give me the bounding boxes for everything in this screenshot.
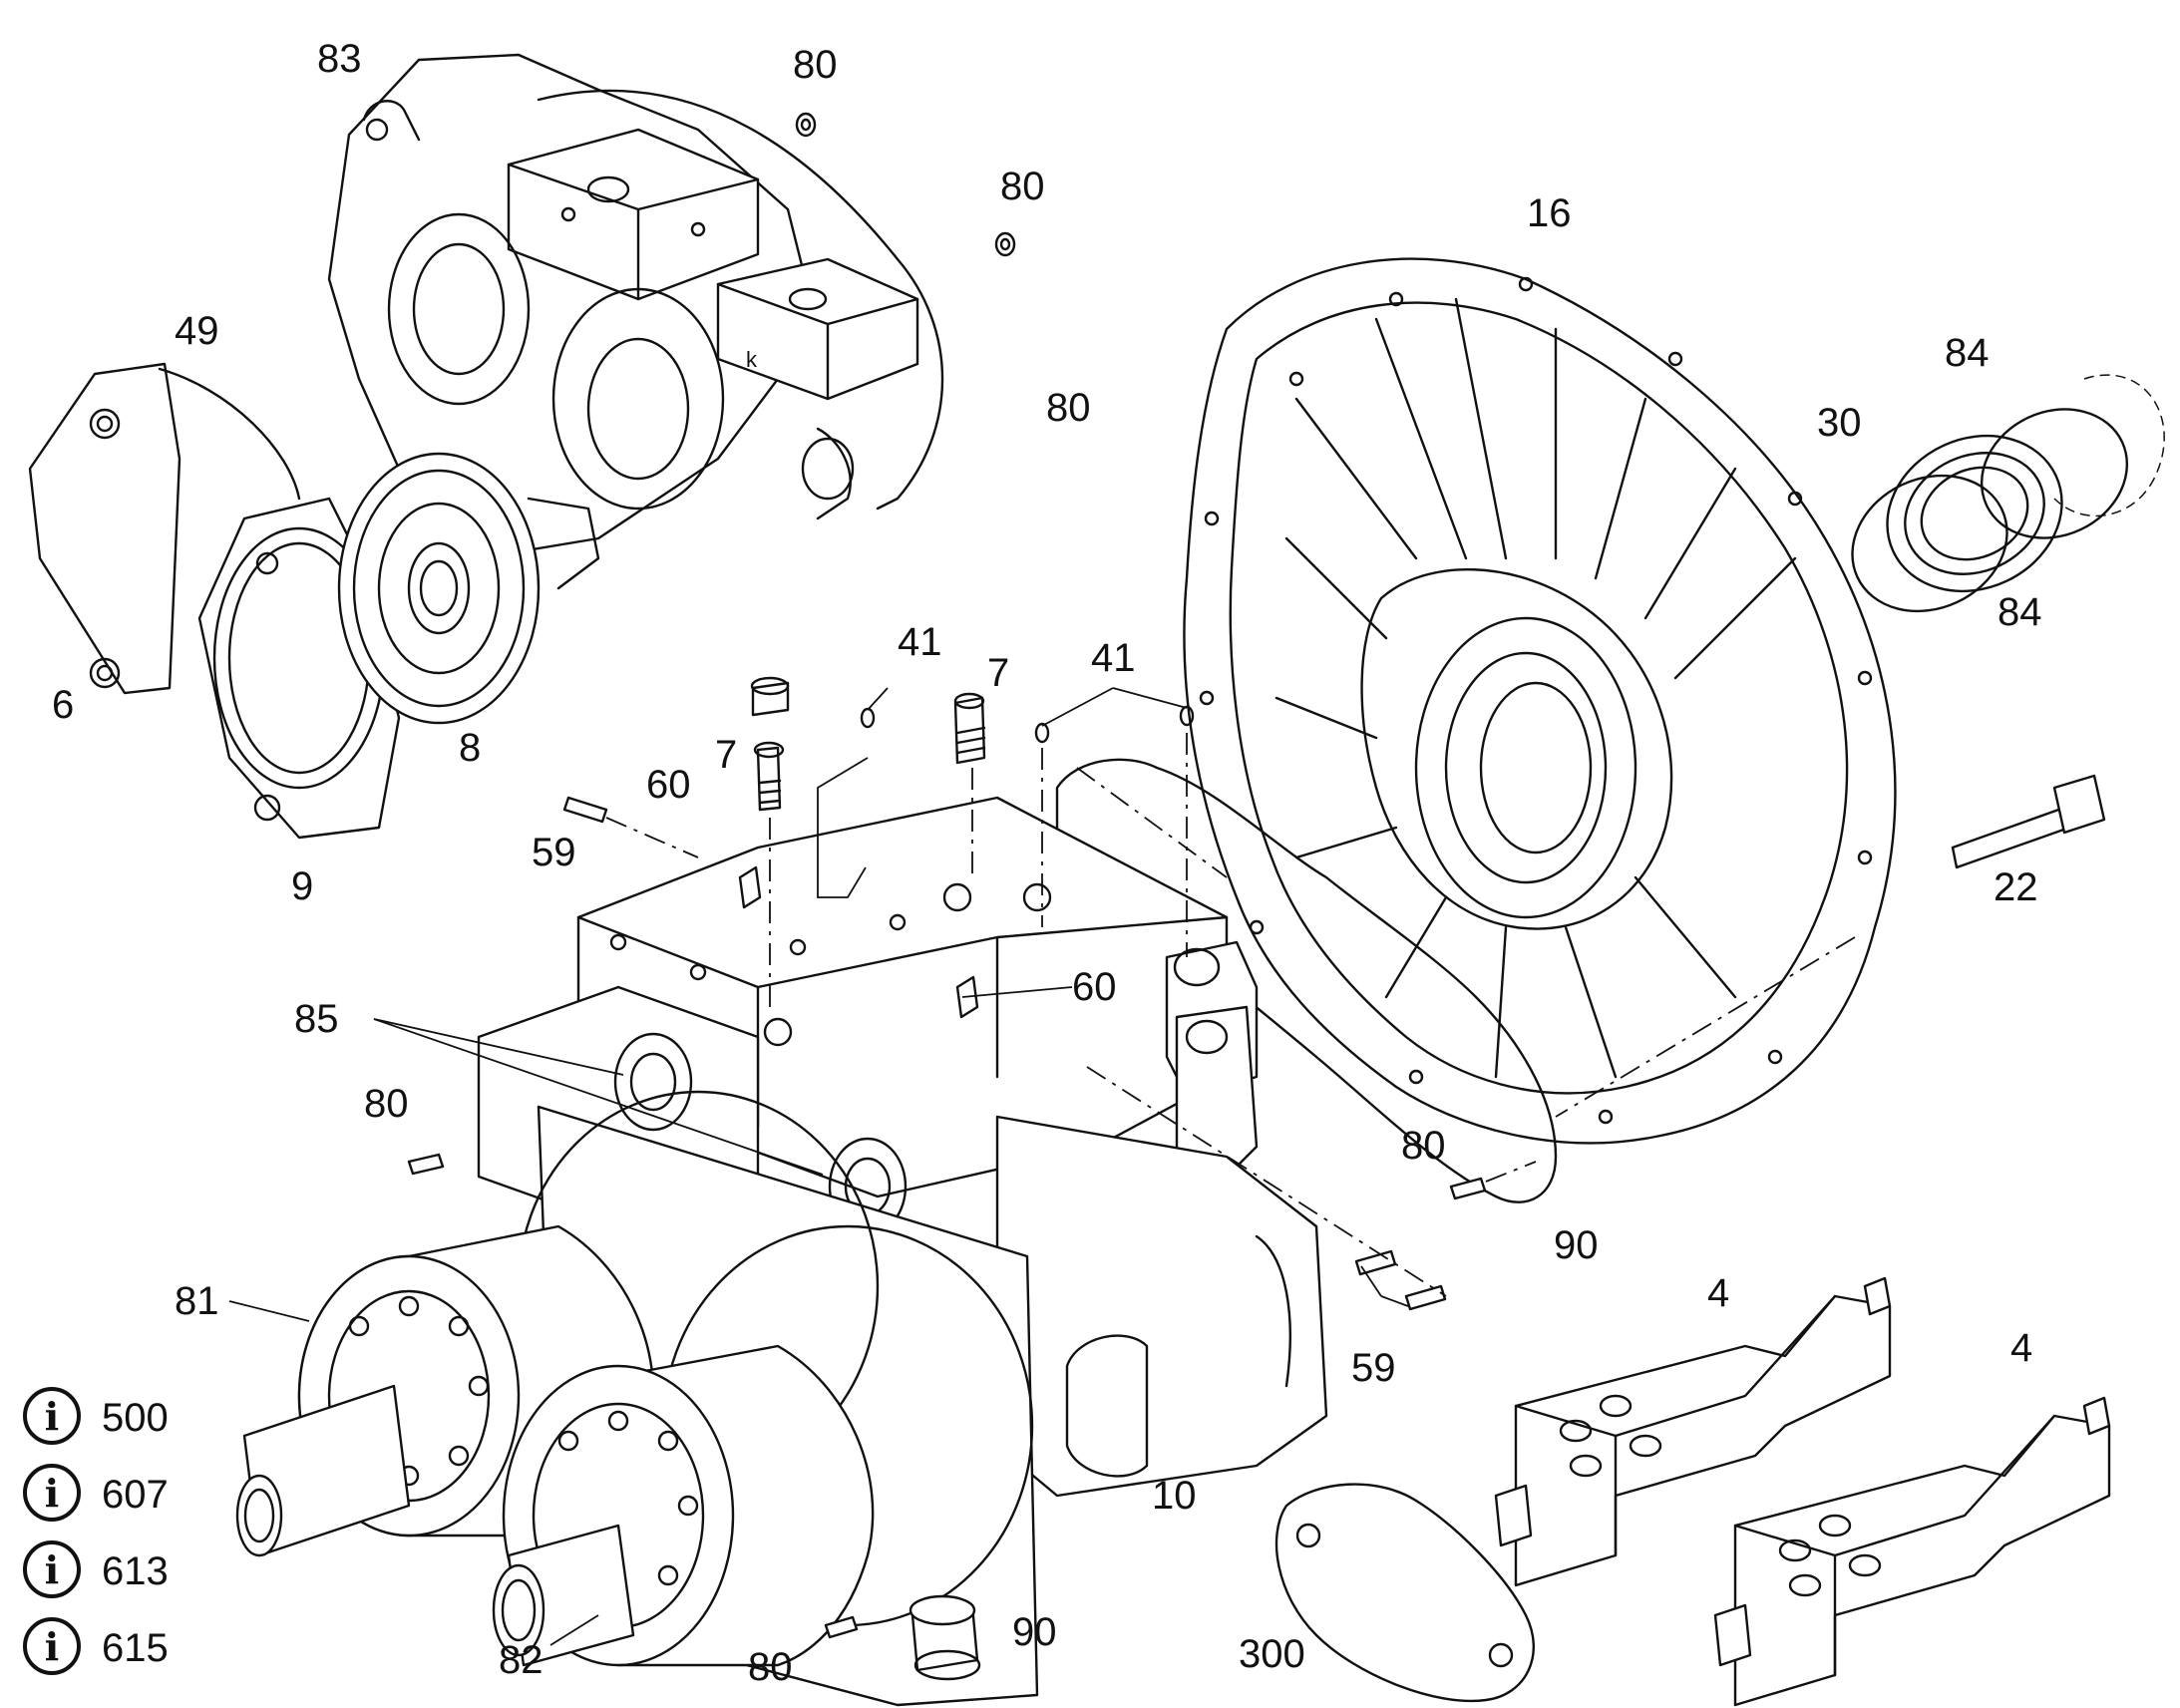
- piston-unit-82: [492, 1344, 875, 1667]
- label-82: 82: [499, 1638, 544, 1682]
- label-80: 80: [1401, 1124, 1446, 1168]
- label-30: 30: [1817, 401, 1862, 445]
- info-circle-icon: [23, 1387, 81, 1445]
- label-9: 9: [291, 864, 313, 908]
- bell-housing-16: [1183, 257, 1897, 1145]
- gasket-49: [158, 367, 301, 501]
- info-circle-icon: [23, 1540, 81, 1598]
- oring-41c: [1179, 705, 1195, 727]
- info-ref-number: 615: [102, 1626, 169, 1670]
- leader-lines: [228, 687, 1409, 1646]
- label-59: 59: [532, 831, 576, 874]
- washer-80b: [994, 231, 1016, 257]
- label-81: 81: [175, 1279, 219, 1323]
- label-4: 4: [2010, 1326, 2032, 1370]
- valve-4a: [1494, 1276, 1892, 1587]
- label-6: 6: [52, 683, 74, 727]
- pin-59a: [562, 796, 608, 824]
- label-8: 8: [459, 726, 481, 770]
- info-ref-500[interactable]: i 500: [23, 1387, 169, 1445]
- pin-80f: [824, 1615, 859, 1639]
- label-90: 90: [1554, 1223, 1599, 1267]
- fitting-60a: [738, 865, 762, 909]
- part-labels: 83 80 80 80 16 49 84 30 84 6 8 41 7 41 7…: [52, 37, 2042, 1689]
- label-7: 7: [715, 733, 737, 777]
- label-80: 80: [1000, 165, 1045, 208]
- label-80: 80: [1046, 386, 1091, 430]
- label-10: 10: [1152, 1474, 1197, 1518]
- ring-84a: [1980, 408, 2129, 539]
- plug-90b: [908, 1594, 981, 1681]
- label-60: 60: [646, 763, 691, 807]
- oring-41a: [860, 707, 876, 729]
- info-glyph: i: [45, 1394, 59, 1439]
- info-ref-number: 613: [102, 1549, 169, 1593]
- label-59: 59: [1351, 1346, 1396, 1390]
- info-ref-613[interactable]: i 613: [23, 1540, 169, 1598]
- label-4: 4: [1707, 1271, 1729, 1315]
- info-references: i 500 i 607 i 613 i 615: [23, 1387, 169, 1675]
- label-83: 83: [317, 37, 362, 81]
- label-22: 22: [1994, 865, 2038, 909]
- info-ref-615[interactable]: i 615: [23, 1617, 169, 1675]
- label-300: 300: [1239, 1632, 1305, 1676]
- label-90: 90: [1012, 1610, 1057, 1654]
- washer-80a: [795, 112, 817, 138]
- label-7: 7: [987, 651, 1009, 695]
- circlip: [2053, 374, 2165, 517]
- info-ref-607[interactable]: i 607: [23, 1464, 169, 1522]
- info-ref-number: 607: [102, 1473, 169, 1517]
- info-circle-icon: [23, 1464, 81, 1522]
- label-80: 80: [364, 1082, 409, 1126]
- label-41: 41: [1091, 636, 1136, 680]
- plug-7b: [953, 692, 986, 765]
- label-85: 85: [294, 997, 339, 1041]
- gear-8: [337, 452, 600, 725]
- info-glyph: i: [45, 1624, 59, 1669]
- label-80: 80: [793, 43, 838, 87]
- info-ref-number: 500: [102, 1396, 169, 1440]
- info-glyph: i: [45, 1471, 59, 1516]
- label-49: 49: [175, 309, 219, 353]
- svg-text:k: k: [746, 347, 758, 372]
- info-circle-icon: [23, 1617, 81, 1675]
- label-60: 60: [1072, 965, 1117, 1009]
- housing-83: k: [327, 53, 944, 560]
- plug-7a: [750, 676, 790, 812]
- cover-6: [28, 362, 182, 695]
- valve-4b: [1713, 1396, 2111, 1707]
- ring-84b: [1851, 474, 2008, 613]
- label-80: 80: [748, 1645, 793, 1689]
- label-41: 41: [898, 620, 942, 664]
- label-16: 16: [1527, 191, 1572, 235]
- label-84: 84: [1945, 331, 1990, 375]
- cover-300: [1274, 1483, 1536, 1703]
- label-84: 84: [1998, 590, 2042, 634]
- info-glyph: i: [45, 1547, 59, 1592]
- pin-80d: [407, 1153, 445, 1176]
- pin-80e: [1449, 1177, 1487, 1200]
- oring-41b: [1034, 722, 1050, 744]
- bolt-22: [1951, 774, 2106, 869]
- seal-30: [1886, 434, 2063, 593]
- assembly-axes: [605, 733, 1856, 1297]
